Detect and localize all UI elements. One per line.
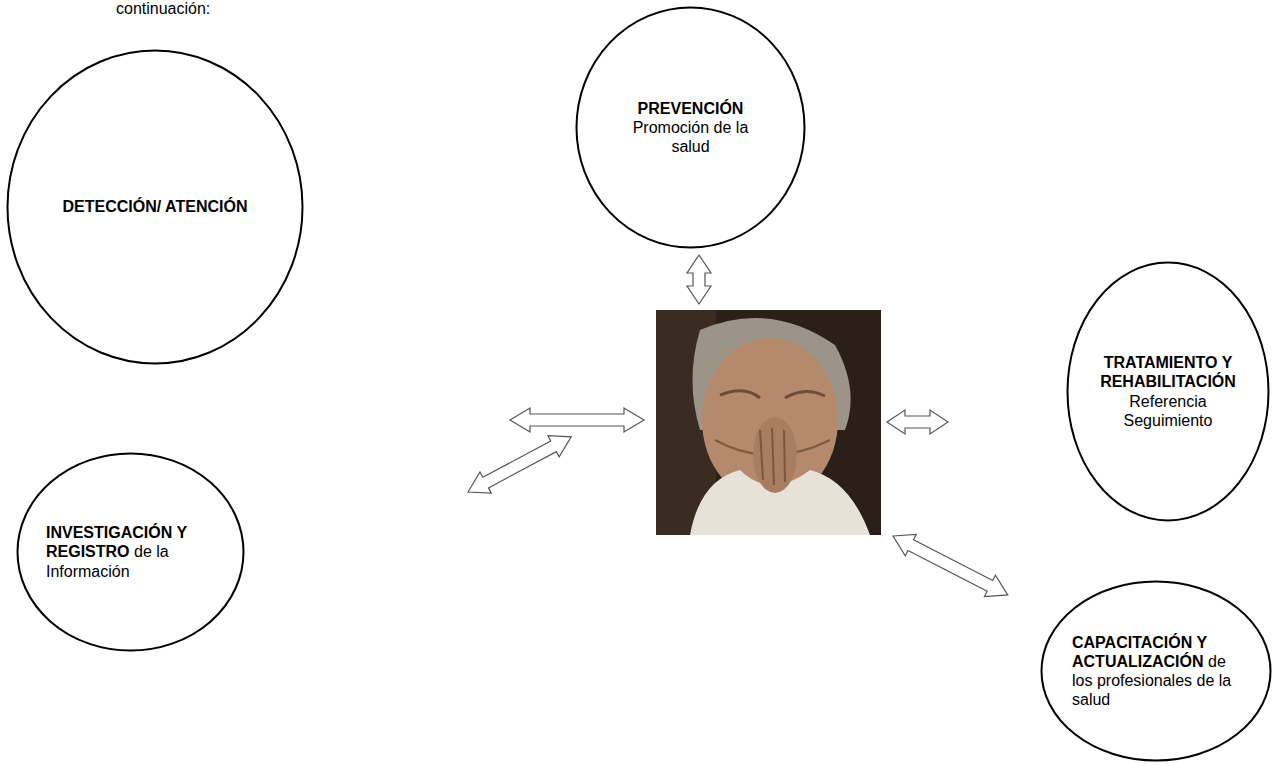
treatment-ellipse: TRATAMIENTO Y REHABILITACIÓNReferencia S… <box>1066 261 1270 522</box>
double-arrows <box>462 255 1013 606</box>
node-heading: PREVENCIÓN <box>615 99 766 118</box>
node-heading: DETECCIÓN/ ATENCIÓN <box>46 197 264 216</box>
node-heading: CAPACITACIÓN Y ACTUALIZACIÓN <box>1072 634 1207 670</box>
node-heading: TRATAMIENTO Y REHABILITACIÓN <box>1092 353 1244 391</box>
node-body: Promoción de la salud <box>615 118 766 156</box>
page-text: continuación: <box>116 0 210 18</box>
ellipse-outline <box>1066 261 1270 522</box>
prevention-ellipse: PREVENCIÓNPromoción de la salud <box>575 6 806 249</box>
photo-elderly-woman <box>656 310 881 535</box>
node-body: Referencia Seguimiento <box>1120 392 1216 430</box>
detection-ellipse: DETECCIÓN/ ATENCIÓN <box>6 49 304 365</box>
node-text: CAPACITACIÓN Y ACTUALIZACIÓN de los prof… <box>1072 633 1240 710</box>
node-text: PREVENCIÓNPromoción de la salud <box>615 99 766 157</box>
node-text: DETECCIÓN/ ATENCIÓN <box>46 197 264 216</box>
research-ellipse: INVESTIGACIÓN Y REGISTRO de la Informaci… <box>16 452 245 652</box>
node-text: INVESTIGACIÓN Y REGISTRO de la Informaci… <box>46 523 206 581</box>
training-ellipse: CAPACITACIÓN Y ACTUALIZACIÓN de los prof… <box>1040 580 1272 762</box>
node-text: TRATAMIENTO Y REHABILITACIÓNReferencia S… <box>1092 353 1244 430</box>
ellipse-outline <box>1040 580 1272 762</box>
